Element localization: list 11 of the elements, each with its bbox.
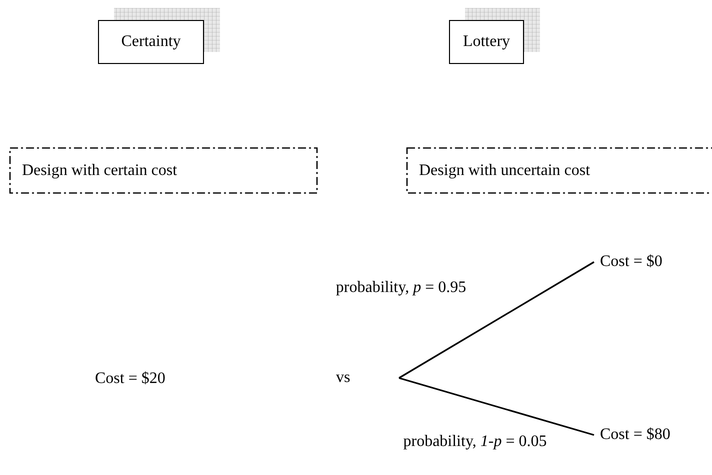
box-label: Certainty [121,33,181,51]
box-label: Design with uncertain cost [419,162,590,180]
box-label: Design with certain cost [22,162,178,180]
process-box [98,20,204,64]
branch-line [398,377,594,436]
outcome-text: Cost = $80 [600,425,700,445]
process-box [449,20,524,64]
outcome-text: Cost = $0 [600,252,690,272]
box-label: Lottery [462,33,510,51]
branch-point: vs [336,368,399,388]
branch-line [398,261,594,379]
